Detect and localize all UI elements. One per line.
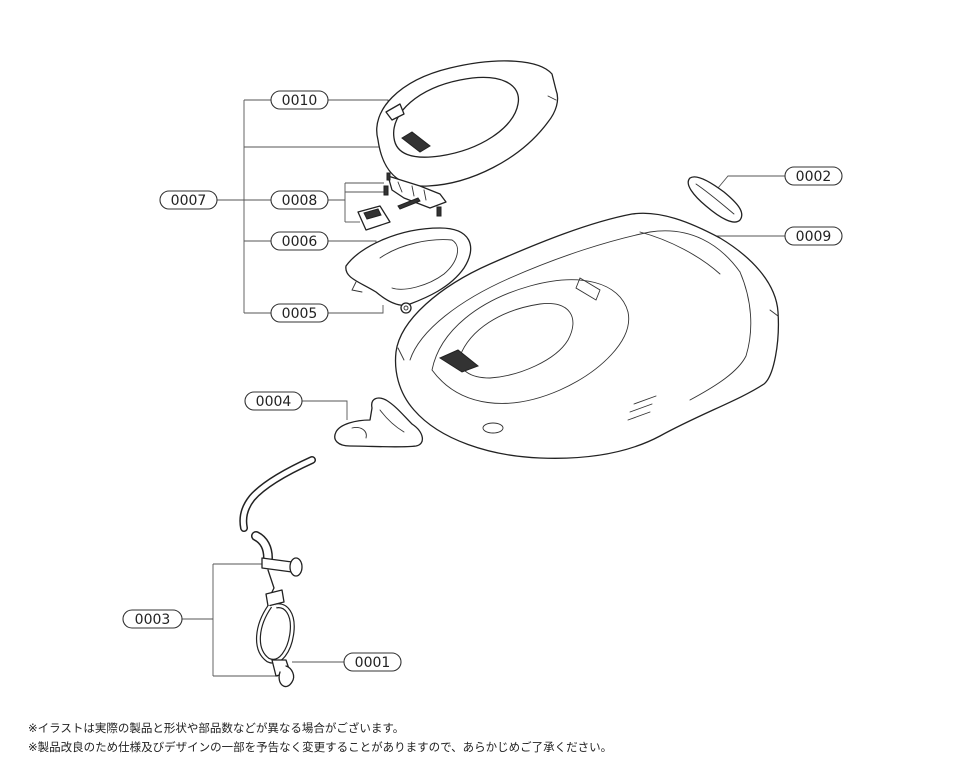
part-label-0009: 0009 xyxy=(784,226,843,246)
part-label-0006: 0006 xyxy=(270,231,329,251)
disclaimer-notes: ※イラストは実際の製品と形状や部品数などが異なる場合がございます。 ※製品改良の… xyxy=(28,719,612,757)
part-0009-main-body xyxy=(394,212,780,459)
part-number-0008: 0008 xyxy=(282,193,318,209)
part-label-0003: 0003 xyxy=(122,609,183,629)
part-number-0002: 0002 xyxy=(796,169,832,185)
part-0002-grip xyxy=(687,176,743,223)
part-number-0003: 0003 xyxy=(135,612,171,628)
part-number-0009: 0009 xyxy=(796,229,832,245)
part-label-0004: 0004 xyxy=(244,391,303,411)
part-label-0007: 0007 xyxy=(159,190,218,210)
hose xyxy=(239,456,316,532)
part-0003-0001-cable-assembly xyxy=(251,531,303,688)
part-number-0001: 0001 xyxy=(355,655,391,671)
disclaimer-note-illustration: ※イラストは実際の製品と形状や部品数などが異なる場合がございます。 xyxy=(28,721,405,735)
part-0010-lid xyxy=(376,60,559,187)
part-number-0005: 0005 xyxy=(282,306,318,322)
part-label-0002: 0002 xyxy=(784,166,843,186)
part-0006-0005-nozzle-cover xyxy=(345,227,472,314)
part-number-0007: 0007 xyxy=(171,193,207,209)
part-label-0010: 0010 xyxy=(270,90,329,110)
part-number-0006: 0006 xyxy=(282,234,318,250)
part-label-0001: 0001 xyxy=(343,652,402,672)
part-0008-hinge-assembly xyxy=(357,172,447,231)
part-number-0010: 0010 xyxy=(282,93,318,109)
part-number-0004: 0004 xyxy=(256,394,292,410)
part-label-0005: 0005 xyxy=(270,303,329,323)
part-0004-nozzle-piece xyxy=(334,397,423,448)
disclaimer-note-spec-change: ※製品改良のため仕様及びデザインの一部を予告なく変更することがありますので、あら… xyxy=(28,740,613,754)
part-label-0008: 0008 xyxy=(270,190,329,210)
